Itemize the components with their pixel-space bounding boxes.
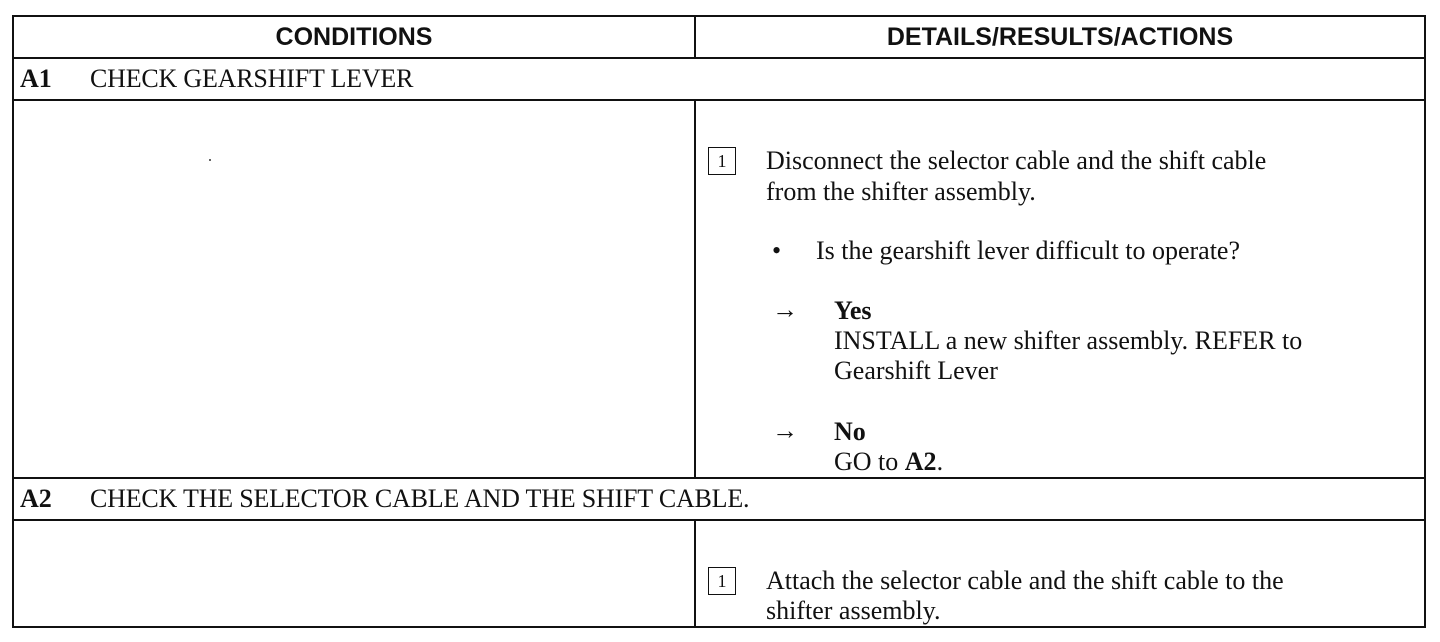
step-text-line1: Disconnect the selector cable and the sh… [766,146,1267,175]
section-a1-id: A1 [20,64,52,93]
no-label: No [834,417,866,446]
section-a2-id: A2 [20,484,52,513]
section-a2-header: A2 CHECK THE SELECTOR CABLE AND THE SHIF… [14,479,1424,521]
step-number-box: 1 [708,567,736,595]
step-text-line1: Attach the selector cable and the shift … [766,566,1284,595]
no-action-target: A2 [904,447,937,476]
diagnostic-table: CONDITIONS DETAILS/RESULTS/ACTIONS A1 CH… [12,15,1426,628]
details-header: DETAILS/RESULTS/ACTIONS [886,22,1234,51]
no-action: GO to A2. [834,447,943,477]
section-a2-details: 1 Attach the selector cable and the shif… [696,521,1424,626]
question-text: Is the gearshift lever difficult to oper… [816,236,1241,265]
arrow-right-icon: → [772,295,798,324]
section-a1-details: 1 Disconnect the selector cable and the … [696,101,1424,477]
section-a1-conditions [14,101,696,477]
yes-action-line2: Gearshift Lever [834,356,998,385]
section-a1-body: 1 Disconnect the selector cable and the … [14,101,1424,479]
yes-action-line1: INSTALL a new shifter assembly. REFER to [834,326,1303,355]
yes-label: Yes [834,296,872,325]
speck [209,159,211,161]
section-a2-title: CHECK THE SELECTOR CABLE AND THE SHIFT C… [90,484,750,513]
step-number-box: 1 [708,147,736,175]
no-action-suffix: . [936,447,944,476]
table-header: CONDITIONS DETAILS/RESULTS/ACTIONS [14,17,1424,59]
section-a2-body: 1 Attach the selector cable and the shif… [14,521,1424,626]
step-text-line2: shifter assembly. [766,596,941,625]
section-a1-header: A1 CHECK GEARSHIFT LEVER [14,59,1424,101]
section-a1-title: CHECK GEARSHIFT LEVER [90,64,414,93]
step-text-line2: from the shifter assembly. [766,177,1036,206]
arrow-right-icon: → [772,416,798,445]
section-a2-conditions [14,521,696,626]
conditions-header: CONDITIONS [14,17,696,57]
bullet-icon: • [772,236,782,265]
no-action-prefix: GO to [834,447,905,476]
